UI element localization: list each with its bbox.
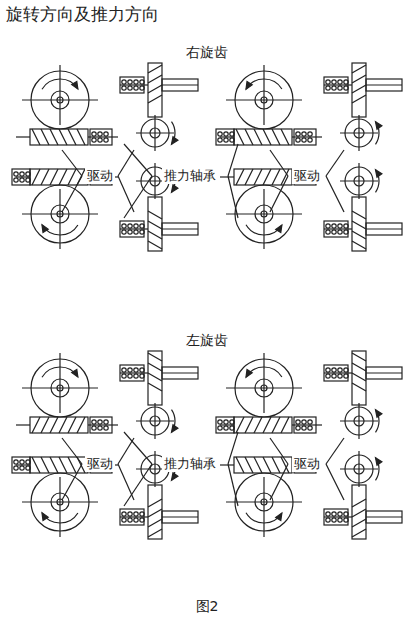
- label-text: 推力轴承: [162, 168, 218, 184]
- label-text: 右旋齿: [184, 44, 230, 61]
- label-text: 驱动: [292, 168, 322, 184]
- label-text: 驱动: [85, 456, 115, 472]
- label-text: 驱动: [85, 168, 115, 184]
- label-text: 旋转方向及推力方向: [4, 4, 161, 24]
- label-text: 驱动: [292, 456, 322, 472]
- label-text: 推力轴承: [162, 456, 218, 472]
- label-text: 图2: [194, 598, 221, 615]
- label-text: 左旋齿: [184, 332, 230, 349]
